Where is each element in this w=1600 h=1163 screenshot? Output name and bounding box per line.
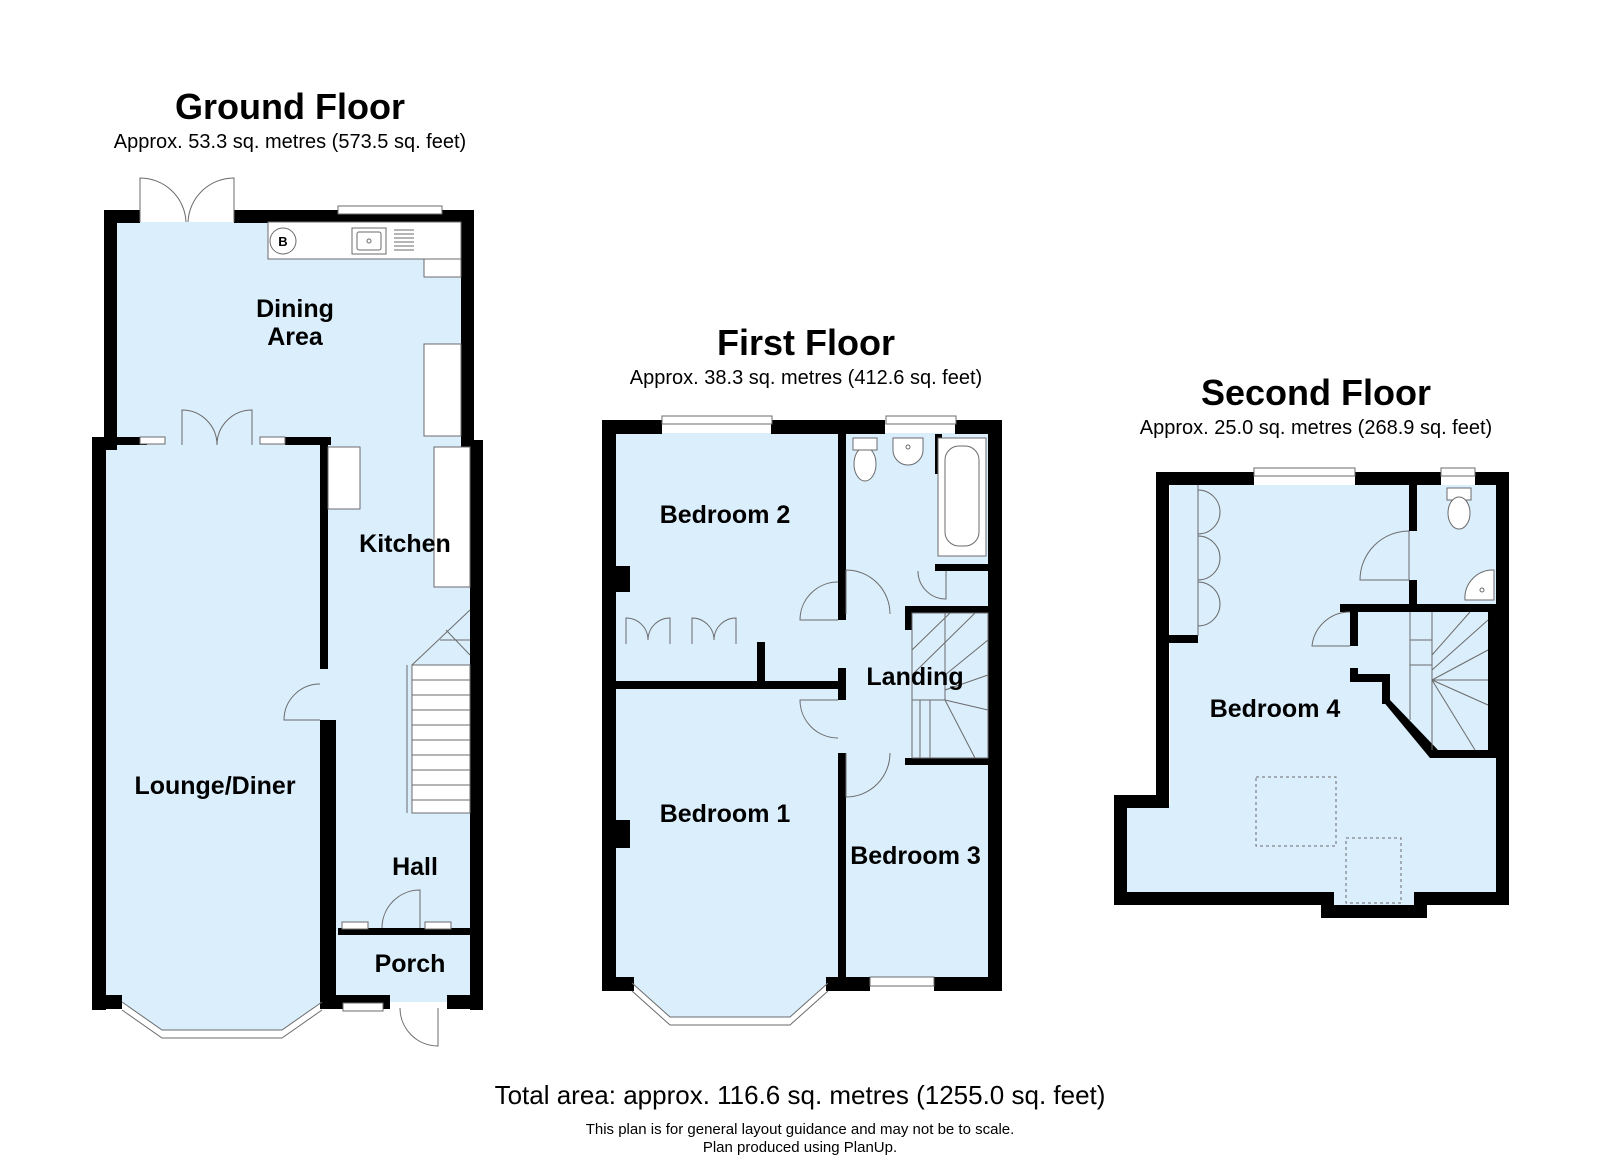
lounge-floor — [105, 447, 333, 1002]
first-floor-area — [610, 433, 990, 983]
first-floor-title: First Floor — [717, 322, 895, 363]
disclaimer-planup: Plan produced using PlanUp. — [702, 1139, 898, 1156]
second-floor-area: Approx. 25.0 sq. metres (268.9 sq. feet) — [1139, 417, 1493, 439]
room-label-dining-area: Dining Area — [256, 295, 334, 351]
toilet-icon — [853, 446, 877, 482]
room-label-bedroom-4: Bedroom 4 — [1209, 695, 1341, 723]
ground-floor-title: Ground Floor — [175, 86, 405, 127]
disclaimer-scale: This plan is for general layout guidance… — [585, 1121, 1015, 1138]
room-label-bedroom-3: Bedroom 3 — [850, 842, 981, 870]
first-floor-area: Approx. 38.3 sq. metres (412.6 sq. feet) — [629, 367, 983, 389]
roof-light-icon — [1255, 776, 1337, 847]
boiler-icon — [269, 227, 297, 255]
room-label-kitchen: Kitchen — [359, 530, 451, 558]
room-label-bedroom-2: Bedroom 2 — [659, 501, 791, 529]
second-floor-title: Second Floor — [1200, 372, 1431, 413]
second-basin-icon — [1464, 569, 1495, 601]
second-floor-plan — [1114, 467, 1509, 918]
first-floor-plan — [602, 415, 1002, 1026]
ground-floor-plan: B — [92, 177, 483, 1047]
first-staircase-icon — [911, 612, 989, 759]
room-label-lounge-diner: Lounge/Diner — [134, 772, 296, 800]
total-area: Total area: approx. 116.6 sq. metres (12… — [494, 1080, 1106, 1110]
room-label-landing: Landing — [866, 663, 964, 691]
second-toilet-icon — [1447, 496, 1471, 530]
boiler-label: B — [278, 234, 287, 249]
room-label-porch: Porch — [374, 950, 446, 978]
bedroom1-bay-floor — [632, 983, 828, 1017]
basin-icon — [892, 437, 924, 466]
room-label-hall: Hall — [392, 853, 438, 881]
ground-floor-area: Approx. 53.3 sq. metres (573.5 sq. feet) — [113, 131, 467, 153]
second-staircase-icon — [1409, 611, 1489, 751]
lounge-bay-floor — [122, 1002, 322, 1030]
ground-staircase-icon — [406, 609, 471, 814]
room-label-bedroom-1: Bedroom 1 — [659, 800, 791, 828]
